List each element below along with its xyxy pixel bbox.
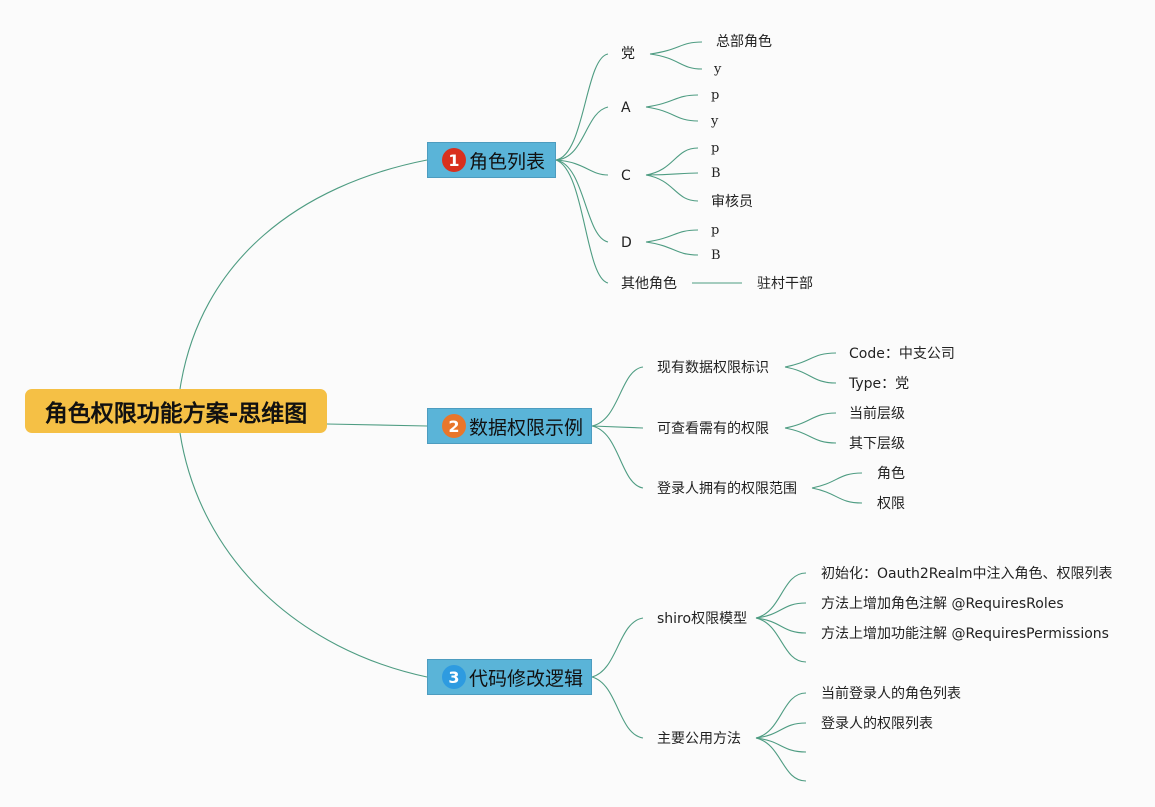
- link-b2c3-2: [811, 487, 863, 504]
- link-dang-2: [649, 53, 703, 70]
- link-root-branch1: [179, 159, 428, 390]
- link-c-2: [645, 172, 699, 176]
- link-b2c1-1: [784, 352, 837, 368]
- link-b3c1-2: [755, 602, 807, 619]
- link-root-branch2: [326, 423, 428, 427]
- link-b1-c: [555, 159, 609, 176]
- root-topic[interactable]: 角色权限功能方案-思维图: [25, 389, 327, 433]
- topic-p[interactable]: p: [711, 141, 720, 156]
- topic-reviewer[interactable]: 审核员: [711, 194, 753, 210]
- root-title: 角色权限功能方案-思维图: [44, 401, 308, 427]
- topic-y[interactable]: y: [711, 114, 719, 129]
- link-b3c2-2: [755, 722, 807, 739]
- topic-current-user-roles[interactable]: 当前登录人的角色列表: [821, 686, 961, 702]
- link-b2-2: [591, 425, 644, 429]
- link-b3c1-1: [755, 572, 807, 619]
- topic-sub-level[interactable]: 其下层级: [849, 436, 905, 452]
- link-b2c1-2: [784, 366, 837, 384]
- topic-village-cadre[interactable]: 驻村干部: [757, 276, 813, 292]
- link-b3c2-4: [755, 737, 807, 782]
- topic-other-roles[interactable]: 其他角色: [621, 276, 677, 292]
- topic-requires-permissions[interactable]: 方法上增加功能注解 @RequiresPermissions: [821, 626, 1109, 642]
- link-c-3: [645, 174, 699, 202]
- topic-existing-data-permission-id[interactable]: 现有数据权限标识: [657, 360, 769, 376]
- link-b1-d: [555, 159, 609, 243]
- topic-permission[interactable]: 权限: [877, 496, 905, 512]
- branch-label: 数据权限示例: [469, 416, 584, 439]
- topic-requires-roles[interactable]: 方法上增加角色注解 @RequiresRoles: [821, 596, 1064, 612]
- link-dang-1: [649, 41, 703, 55]
- topic-dang[interactable]: 党: [621, 46, 635, 62]
- link-d-2: [645, 241, 699, 256]
- topic-login-permission-scope[interactable]: 登录人拥有的权限范围: [657, 481, 797, 497]
- branch-role-list[interactable]: 1 角色列表: [427, 142, 556, 178]
- topic-viewable-permission[interactable]: 可查看需有的权限: [657, 421, 769, 437]
- link-b3c2-1: [755, 692, 807, 739]
- link-c-1: [645, 147, 699, 176]
- topic-d[interactable]: D: [621, 235, 632, 251]
- topic-c[interactable]: C: [621, 168, 631, 184]
- link-b3-1: [591, 617, 644, 678]
- link-d-1: [645, 229, 699, 243]
- link-b2c2-1: [784, 412, 837, 429]
- branch-data-permission[interactable]: 2 数据权限示例: [427, 408, 592, 444]
- link-b2-3: [591, 425, 644, 489]
- topic-common-methods[interactable]: 主要公用方法: [657, 731, 741, 747]
- link-a-2: [645, 106, 699, 122]
- link-b2c3-1: [811, 472, 863, 489]
- topic-role[interactable]: 角色: [877, 466, 905, 482]
- link-b3c2-3: [755, 737, 807, 753]
- link-root-branch3: [179, 432, 428, 678]
- topic-type[interactable]: Type：党: [849, 376, 910, 392]
- topic-init-realm[interactable]: 初始化：Oauth2Realm中注入角色、权限列表: [821, 566, 1113, 582]
- link-b3c1-3: [755, 617, 807, 634]
- link-b1-a: [555, 106, 609, 161]
- topic-y[interactable]: y: [714, 62, 722, 77]
- branch-label: 角色列表: [469, 150, 546, 173]
- number-badge-icon: 3: [442, 665, 466, 689]
- topic-hq-role[interactable]: 总部角色: [716, 34, 772, 50]
- topic-user-permissions[interactable]: 登录人的权限列表: [821, 716, 933, 732]
- link-b3-2: [591, 676, 644, 739]
- link-b1-other: [555, 159, 609, 284]
- branch-label: 代码修改逻辑: [469, 667, 584, 690]
- topic-shiro-model[interactable]: shiro权限模型: [657, 611, 748, 627]
- link-a-1: [645, 94, 699, 108]
- topic-b[interactable]: B: [711, 248, 721, 263]
- link-b2-1: [591, 366, 644, 427]
- number-badge-icon: 2: [442, 414, 466, 438]
- topic-b[interactable]: B: [711, 166, 721, 181]
- link-b1-dang: [555, 53, 609, 161]
- link-b3c1-4: [755, 617, 807, 663]
- link-b2c2-2: [784, 427, 837, 444]
- number-badge-icon: 1: [442, 148, 466, 172]
- branch-code-logic[interactable]: 3 代码修改逻辑: [427, 659, 592, 695]
- topic-p[interactable]: p: [711, 88, 720, 103]
- topic-a[interactable]: A: [621, 100, 631, 116]
- topic-p[interactable]: p: [711, 223, 720, 238]
- topic-current-level[interactable]: 当前层级: [849, 406, 905, 422]
- topic-code[interactable]: Code：中支公司: [849, 346, 955, 362]
